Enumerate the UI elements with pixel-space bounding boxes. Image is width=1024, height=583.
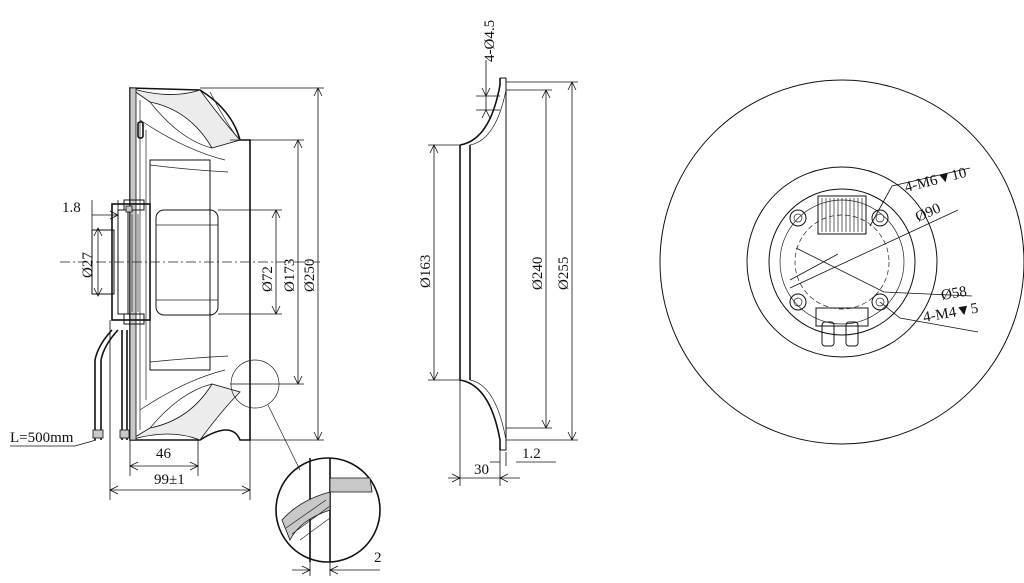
heatsink-fins	[817, 195, 867, 235]
label-46: 46	[156, 446, 172, 462]
label-d250: Ø250	[302, 259, 318, 292]
mount-holes	[789, 209, 889, 311]
inlet-ring-view: 4-Ø4.5 Ø163 Ø240 Ø255 30 1.2	[418, 20, 578, 486]
label-99: 99±1	[154, 472, 185, 488]
label-d240: Ø240	[530, 257, 546, 290]
front-view: 4-M6▼10 Ø90 Ø58 4-M4▼5	[659, 79, 1024, 445]
label-1-8: 1.8	[62, 200, 81, 216]
label-d255: Ø255	[556, 257, 572, 290]
cable-gland	[815, 307, 869, 347]
label-30: 30	[474, 462, 489, 478]
label-4-m6: 4-M6▼10	[903, 165, 968, 196]
label-4-m4: 4-M4▼5	[922, 301, 980, 326]
detail-view: 2	[230, 359, 382, 576]
label-1-2: 1.2	[522, 446, 541, 462]
label-d163: Ø163	[418, 255, 434, 288]
label-d27: Ø27	[80, 252, 96, 278]
label-detail-2: 2	[374, 550, 382, 566]
side-view: 1.8 Ø27 L=500mm 46 99±1 Ø72 Ø173 Ø250	[10, 87, 324, 500]
label-cable-length: L=500mm	[10, 430, 74, 446]
label-d72: Ø72	[260, 266, 276, 292]
label-4-d4-5: 4-Ø4.5	[482, 20, 498, 62]
label-d58: Ø58	[940, 284, 968, 304]
label-d173: Ø173	[282, 259, 298, 292]
